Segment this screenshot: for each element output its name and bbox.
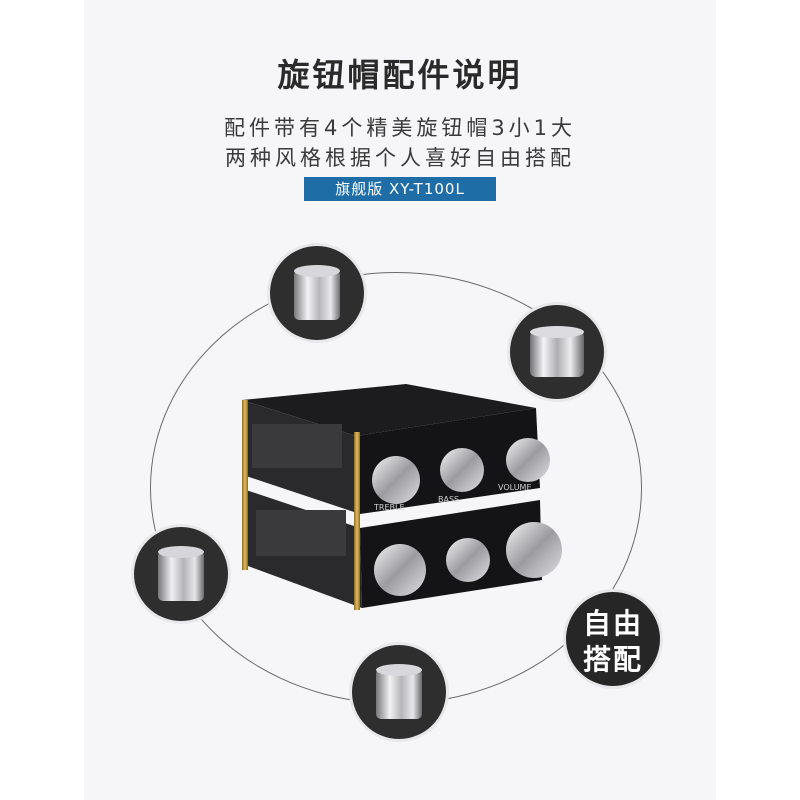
knob-cap-icon — [530, 326, 584, 377]
upper-volume-knob — [506, 438, 550, 482]
upper-treble-knob — [372, 456, 420, 504]
description-line-1: 配件带有4个精美旋钮帽3小1大 — [223, 116, 577, 140]
knob-cap-left — [134, 527, 228, 621]
knob-cap-icon — [294, 265, 340, 320]
lower-treble-knob — [374, 544, 426, 596]
free-match-callout: 自由 搭配 — [566, 592, 660, 686]
label-volume: VOLUME — [498, 483, 532, 492]
callout-line-1: 自由 — [582, 607, 643, 640]
label-bass: BASS — [438, 495, 459, 504]
knob-cap-bottom — [352, 645, 446, 739]
upper-bass-knob — [440, 448, 484, 492]
knob-cap-top-left — [270, 246, 364, 340]
lower-bass-knob — [446, 538, 490, 582]
knob-cap-icon — [158, 546, 204, 601]
label-treble: TREBLE — [373, 503, 405, 512]
amplifier-product-image: TREBLE BASS VOLUME — [242, 384, 562, 610]
page-title: 旋钮帽配件说明 — [277, 56, 523, 94]
description-line-2: 两种风格根据个人喜好自由搭配 — [225, 146, 575, 170]
standoff-center — [354, 432, 360, 610]
standoff-left — [242, 400, 248, 570]
upper-circuit-board — [252, 424, 342, 468]
callout-line-2: 搭配 — [582, 643, 643, 676]
knob-cap-icon — [376, 664, 422, 719]
lower-volume-knob — [506, 522, 562, 578]
knob-cap-top-right — [510, 305, 604, 399]
model-badge: 旗舰版 XY-T100L — [304, 177, 496, 201]
lower-circuit-board — [256, 510, 346, 556]
